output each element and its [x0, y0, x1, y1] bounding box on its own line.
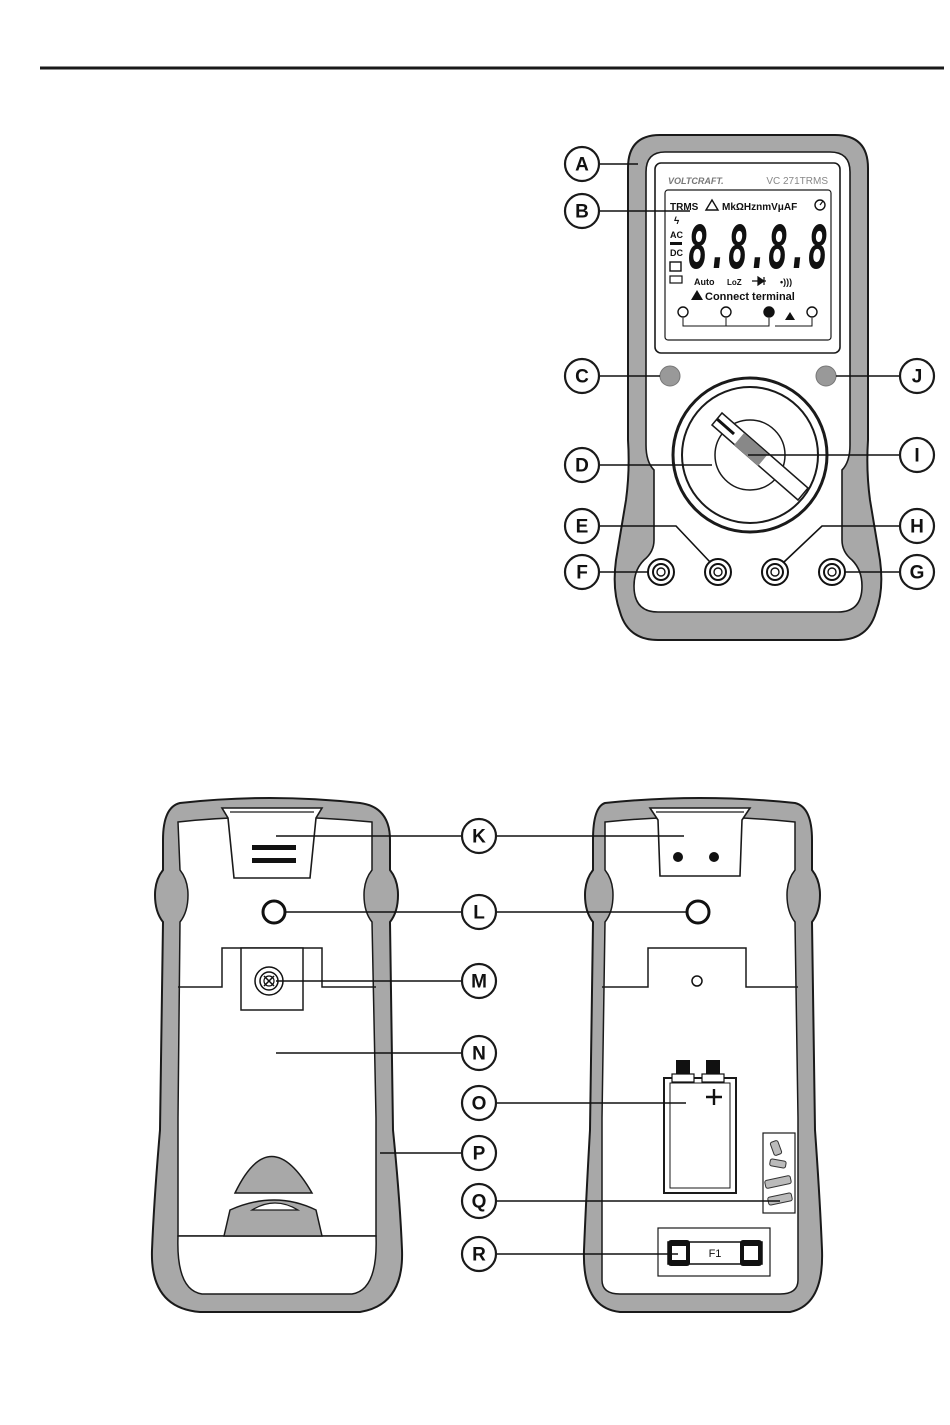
callout-f: F — [565, 555, 599, 589]
open-screw-hole — [687, 901, 709, 923]
svg-text:E: E — [576, 517, 589, 538]
callout-q: Q — [462, 1184, 496, 1218]
svg-text:G: G — [910, 563, 925, 584]
svg-text:M: M — [471, 972, 487, 993]
rear-screw-hole — [263, 901, 285, 923]
battery-terminal-left — [672, 1074, 694, 1082]
callout-e: E — [565, 509, 599, 543]
button-left[interactable] — [660, 366, 680, 386]
svg-text:J: J — [912, 367, 923, 388]
input-jack-3[interactable] — [762, 559, 788, 585]
connect-terminal-text: Connect terminal — [705, 291, 795, 303]
svg-text:R: R — [472, 1245, 486, 1266]
input-jack-4[interactable] — [819, 559, 845, 585]
svg-text:K: K — [472, 827, 486, 848]
back-holster-lower — [178, 1236, 376, 1294]
callout-k: K — [462, 819, 496, 853]
svg-text:A: A — [575, 155, 589, 176]
stand-mount-hole-1 — [673, 852, 683, 862]
tilt-stand[interactable] — [222, 808, 322, 878]
lcd-dc: DC — [670, 248, 683, 258]
svg-text:Q: Q — [472, 1192, 487, 1213]
svg-text:D: D — [575, 456, 589, 477]
fuse-cap-left-hl — [672, 1246, 686, 1260]
svg-text:P: P — [473, 1144, 486, 1165]
svg-text:F: F — [576, 563, 588, 584]
back-view-open: F1 — [497, 798, 822, 1312]
brand-logo: VOLTCRAFT. — [668, 176, 724, 186]
fuse-label: F1 — [709, 1248, 722, 1260]
lcd-ac: AC — [670, 230, 683, 240]
back-view-closed — [152, 798, 461, 1312]
svg-text:H: H — [910, 517, 924, 538]
battery — [664, 1078, 736, 1193]
svg-text:B: B — [575, 202, 589, 223]
fuse-cap-right-hl — [744, 1246, 758, 1260]
continuity-icon: •))) — [780, 277, 792, 287]
battery-terminal-right — [702, 1074, 724, 1082]
callout-l: L — [462, 895, 496, 929]
callout-b: B — [565, 194, 599, 228]
high-voltage-icon: ϟ — [674, 216, 680, 227]
callout-m: M — [462, 964, 496, 998]
stand-mount — [650, 808, 750, 876]
button-right[interactable] — [816, 366, 836, 386]
input-jack-1[interactable] — [648, 559, 674, 585]
callout-j: J — [900, 359, 934, 393]
callout-p: P — [462, 1136, 496, 1170]
open-body — [602, 817, 798, 1294]
callout-h: H — [900, 509, 934, 543]
model-name: VC 271TRMS — [766, 176, 828, 187]
callout-n: N — [462, 1036, 496, 1070]
lcd-units: MkΩHznmVμAF — [722, 202, 797, 213]
svg-text:I: I — [914, 446, 919, 467]
lcd-auto: Auto — [694, 277, 715, 287]
lcd-loz: LoZ — [727, 278, 742, 287]
callout-g: G — [900, 555, 934, 589]
callout-a: A — [565, 147, 599, 181]
callout-o: O — [462, 1086, 496, 1120]
svg-text:N: N — [472, 1044, 486, 1065]
stand-mount-hole-2 — [709, 852, 719, 862]
svg-text:L: L — [473, 903, 485, 924]
callout-c: C — [565, 359, 599, 393]
tilt-stand-grip-2 — [252, 858, 296, 863]
front-view: VOLTCRAFT. VC 271TRMS TRMS MkΩHznmVμAF ϟ… — [600, 135, 900, 640]
callout-r: R — [462, 1237, 496, 1271]
callout-d: D — [565, 448, 599, 482]
input-jack-2[interactable] — [705, 559, 731, 585]
svg-text:C: C — [575, 367, 589, 388]
svg-text:O: O — [472, 1094, 487, 1115]
callout-i: I — [900, 438, 934, 472]
dc-bar — [670, 242, 682, 245]
lcd-digits: 8.8.8.8 — [688, 213, 828, 283]
compartment-screw-hole — [692, 976, 702, 986]
tilt-stand-grip-1 — [252, 845, 296, 850]
lcd-terminal-3 — [764, 307, 774, 317]
